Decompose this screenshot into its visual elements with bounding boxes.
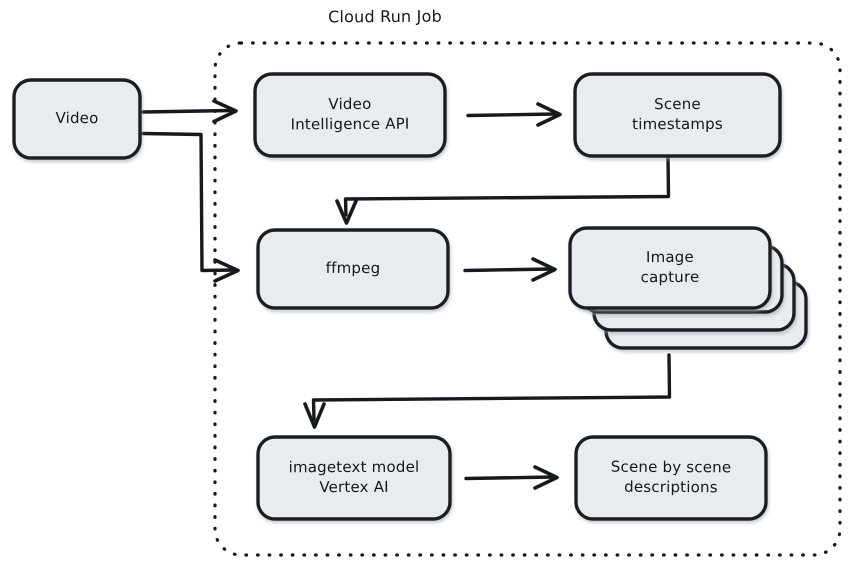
node-imagetext-model-vertex-ai[interactable]	[256, 435, 452, 521]
node-ffmpeg[interactable]	[256, 228, 450, 310]
node-scene-by-scene-descriptions[interactable]	[574, 435, 768, 521]
edge-scene-timestamps-to-ffmpeg	[335, 156, 671, 225]
edge-video-to-ffmpeg	[141, 131, 240, 283]
edge-image-capture-to-imagetext	[303, 353, 672, 429]
node-video[interactable]	[12, 78, 142, 160]
node-scene-timestamps[interactable]	[573, 72, 782, 158]
edge-imagetext-to-descriptions	[464, 465, 559, 490]
edge-vi-api-to-scene-timestamps	[466, 102, 562, 127]
image-capture-stack-card-1	[568, 226, 772, 310]
node-image-capture-stack[interactable]	[568, 226, 808, 350]
edge-video-to-vi-api	[141, 99, 238, 124]
node-video-intelligence-api[interactable]	[253, 72, 447, 158]
edge-ffmpeg-to-image-capture	[463, 257, 557, 282]
